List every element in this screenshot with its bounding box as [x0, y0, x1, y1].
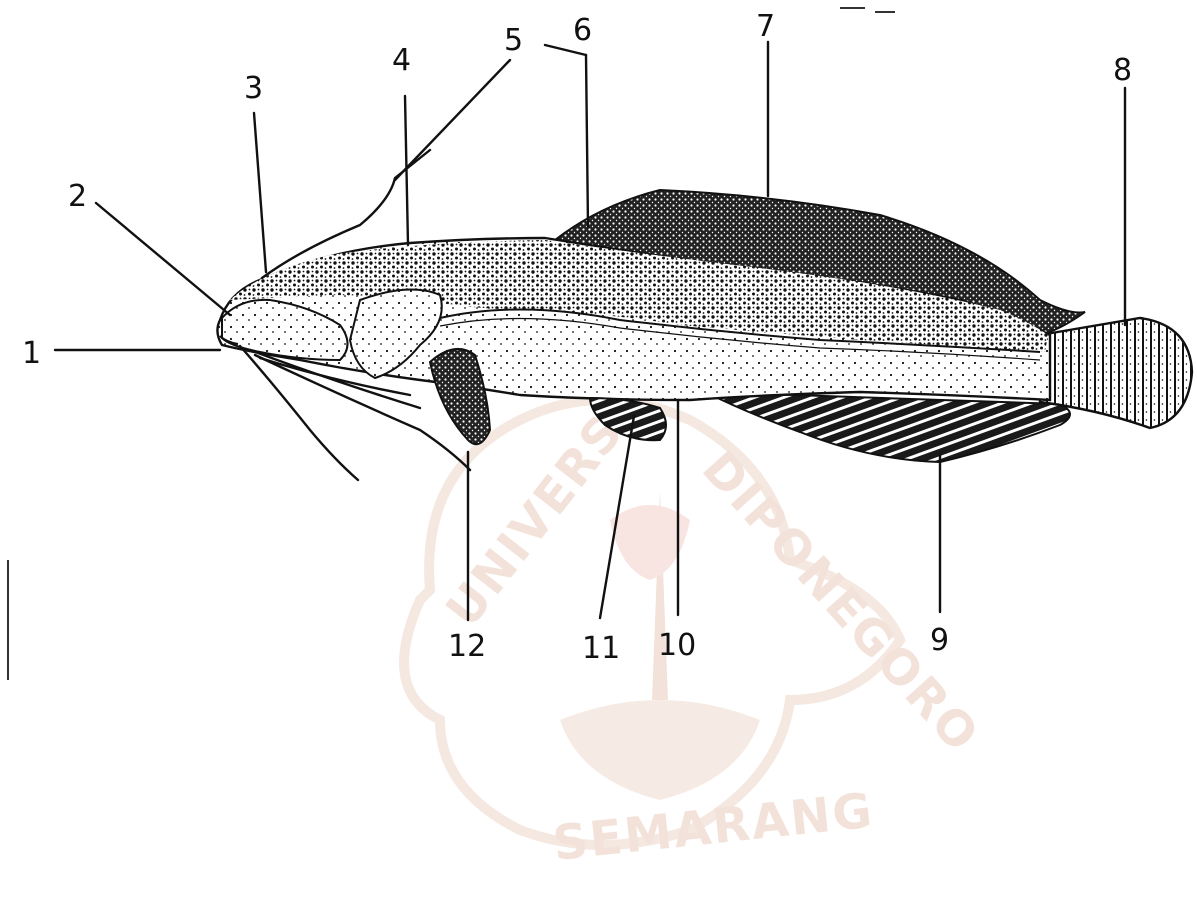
label-9: 9: [930, 623, 949, 658]
label-8: 8: [1113, 53, 1132, 88]
label-10: 10: [658, 628, 696, 663]
label-6: 6: [573, 13, 592, 48]
leader-2: [96, 203, 230, 315]
leader-6: [586, 55, 588, 227]
anal-fin: [705, 392, 1070, 462]
label-7: 7: [756, 9, 775, 44]
leader-3: [254, 113, 266, 272]
label-3: 3: [244, 71, 263, 106]
leader-5: [395, 60, 510, 180]
watermark-bottom-text: SEMARANG: [550, 783, 876, 872]
label-1: 1: [22, 336, 41, 371]
label-2: 2: [68, 179, 87, 214]
label-12: 12: [448, 629, 486, 664]
label-5: 5: [504, 23, 523, 58]
label-4: 4: [392, 43, 411, 78]
label-11: 11: [582, 631, 620, 666]
